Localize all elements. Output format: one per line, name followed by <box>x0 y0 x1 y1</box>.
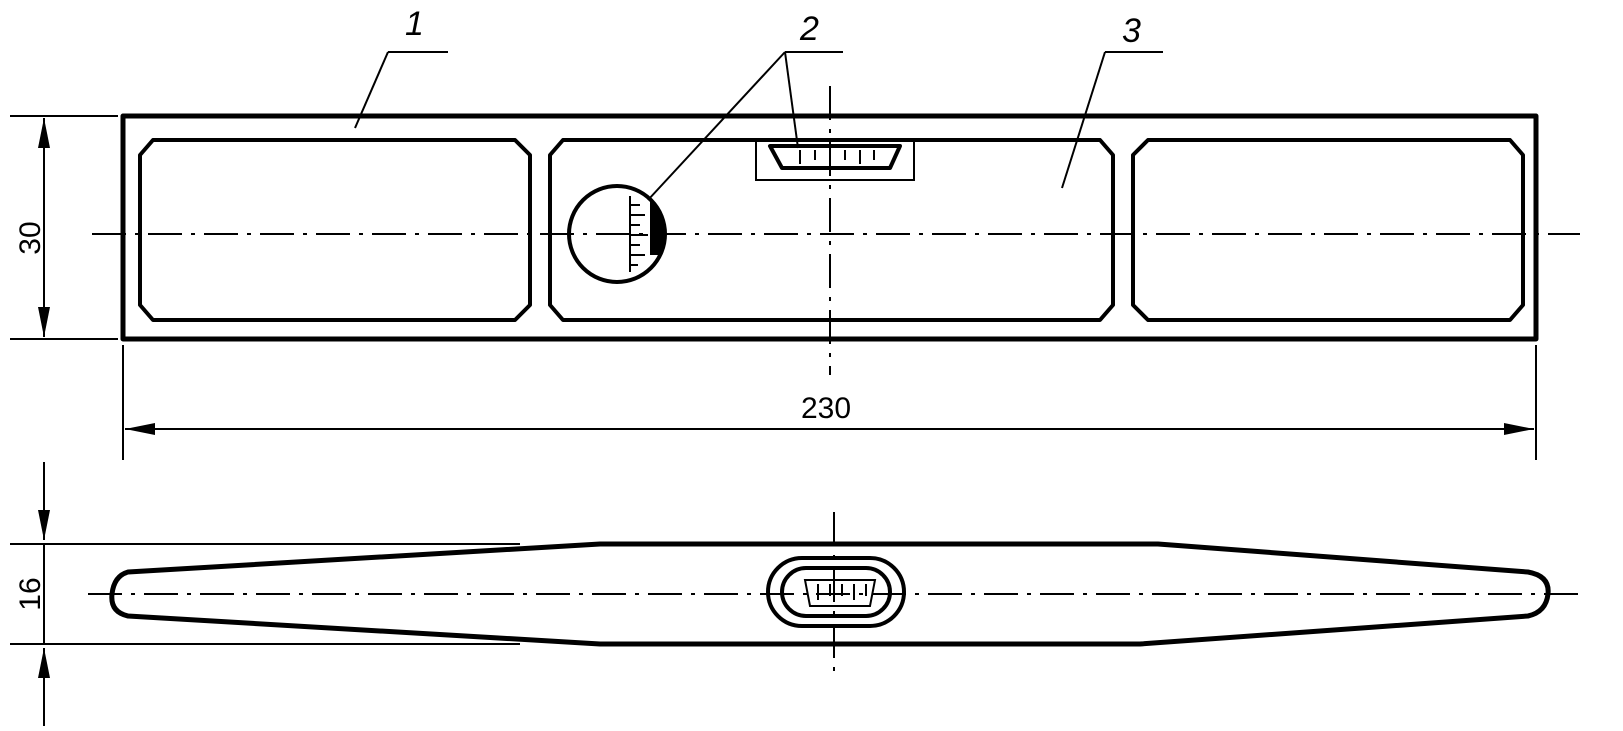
callout-1: 1 <box>405 5 424 43</box>
top-view-vial <box>766 556 906 628</box>
callout-3: 3 <box>1122 12 1141 50</box>
right-window <box>1131 138 1525 322</box>
thickness-dimension-label: 16 <box>14 577 47 610</box>
top-vial <box>755 139 915 181</box>
top-view: 16 <box>10 462 1580 726</box>
length-dimension: 230 <box>122 345 1537 460</box>
front-view: 1 2 3 30 230 <box>10 5 1580 460</box>
top-view-body-outline <box>109 541 1551 647</box>
callout-leaders <box>354 51 1163 201</box>
height-dimension-label: 30 <box>14 221 47 254</box>
height-dimension: 30 <box>10 115 118 340</box>
length-dimension-label: 230 <box>801 392 851 425</box>
callout-2: 2 <box>799 10 819 48</box>
thickness-dimension: 16 <box>10 462 520 726</box>
center-window <box>548 138 1115 322</box>
left-window <box>138 138 532 322</box>
